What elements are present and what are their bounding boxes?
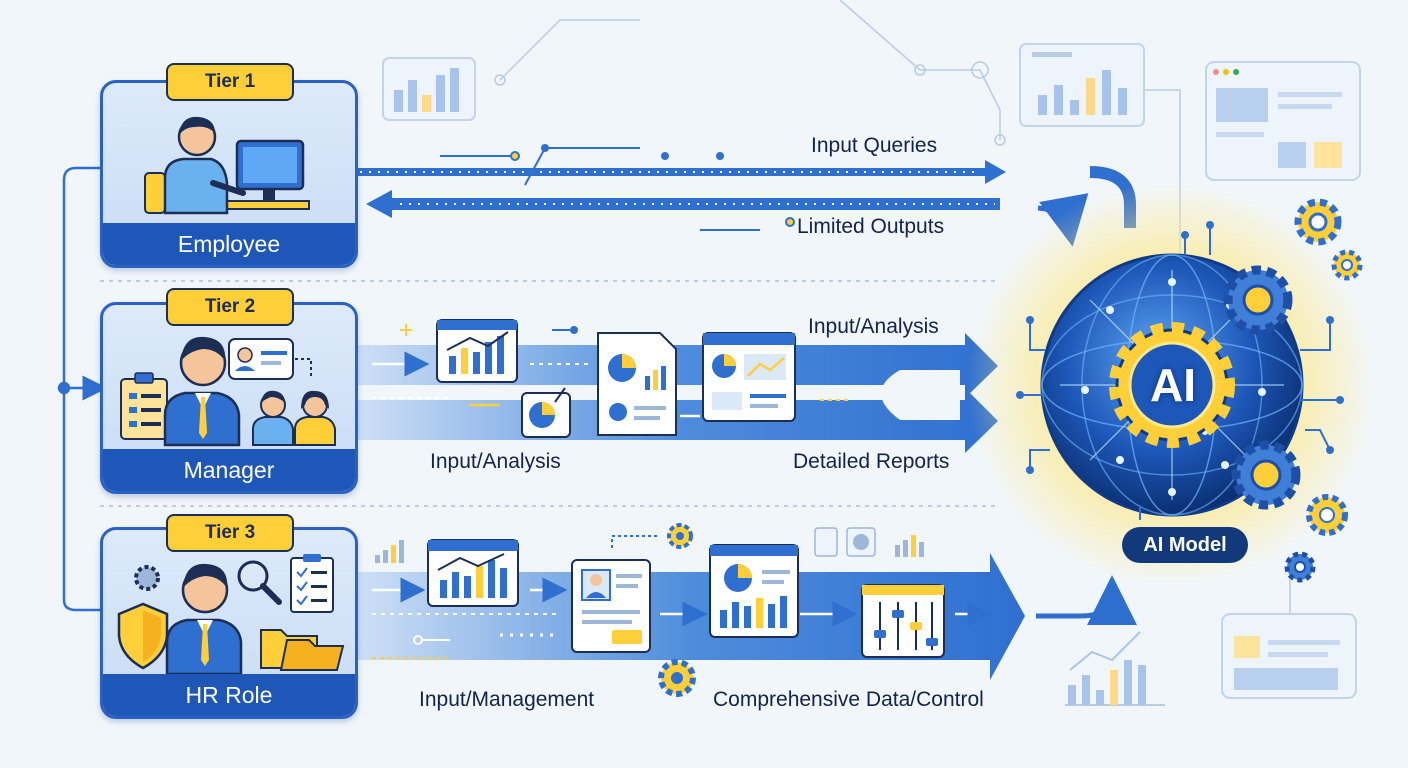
tier1-output-arrow [366, 190, 1000, 218]
gear-icon [1284, 551, 1316, 583]
tier2-card: Manager [100, 302, 358, 494]
tier2-input-analysis-label: Input/Analysis [808, 315, 939, 338]
background-window-bottom-right [1221, 613, 1357, 699]
ai-core-label: AI [1150, 359, 1196, 411]
manager-with-team-icon [120, 336, 336, 447]
tier2-reports-label: Detailed Reports [793, 450, 950, 473]
tier2-role-label: Manager [103, 449, 355, 491]
dashboard-icon [709, 544, 799, 638]
tier1-output-label: Limited Outputs [797, 215, 945, 238]
tier1-input-arrow [355, 160, 1006, 184]
bar-chart-icon [436, 319, 518, 383]
tier2-badge: Tier 2 [166, 288, 294, 326]
bar-chart-icon [427, 539, 519, 607]
tier3-card: HR Role [100, 527, 358, 719]
ai-circuit-nodes [1016, 221, 1344, 474]
slider-controls-icon [861, 584, 945, 658]
gear-icon [658, 659, 696, 697]
tier1-badge: Tier 1 [166, 63, 294, 101]
tier1-card: Employee [100, 80, 358, 268]
tier-connector [57, 166, 108, 612]
background-window-top-right [1205, 61, 1361, 181]
tier1-input-label: Input Queries [811, 134, 938, 157]
gear-icon [1231, 440, 1301, 510]
tier3-management-label: Input/Management [419, 688, 595, 711]
gear-icon [1331, 249, 1363, 281]
gear-icon [1223, 265, 1293, 335]
tier3-badge: Tier 3 [166, 514, 294, 552]
hr-professional-icon [117, 554, 345, 674]
pie-chart-icon [521, 387, 571, 438]
tier3-role-label: HR Role [103, 674, 355, 716]
report-document-icon [597, 332, 677, 436]
gear-icon [1294, 198, 1342, 246]
tier3-to-ai-arrow [1036, 575, 1137, 625]
tier1-role-label: Employee [103, 223, 355, 265]
tier3-decor-icons [375, 527, 924, 563]
gear-icon [667, 523, 693, 549]
background-chart-bottom [1065, 631, 1165, 706]
background-chart-top [382, 57, 476, 121]
gear-icon [1306, 494, 1348, 536]
tier3-flow-band [355, 553, 1025, 680]
ai-model-badge: AI Model [1122, 527, 1248, 563]
tier2-left-label: Input/Analysis [430, 450, 561, 473]
profile-card-icon [571, 559, 651, 653]
background-chart-right [1019, 43, 1145, 127]
tier1-decor [440, 144, 795, 231]
employee-at-computer-icon [144, 116, 310, 215]
tier3-control-label: Comprehensive Data/Control [713, 688, 984, 711]
dashboard-icon [702, 332, 796, 422]
